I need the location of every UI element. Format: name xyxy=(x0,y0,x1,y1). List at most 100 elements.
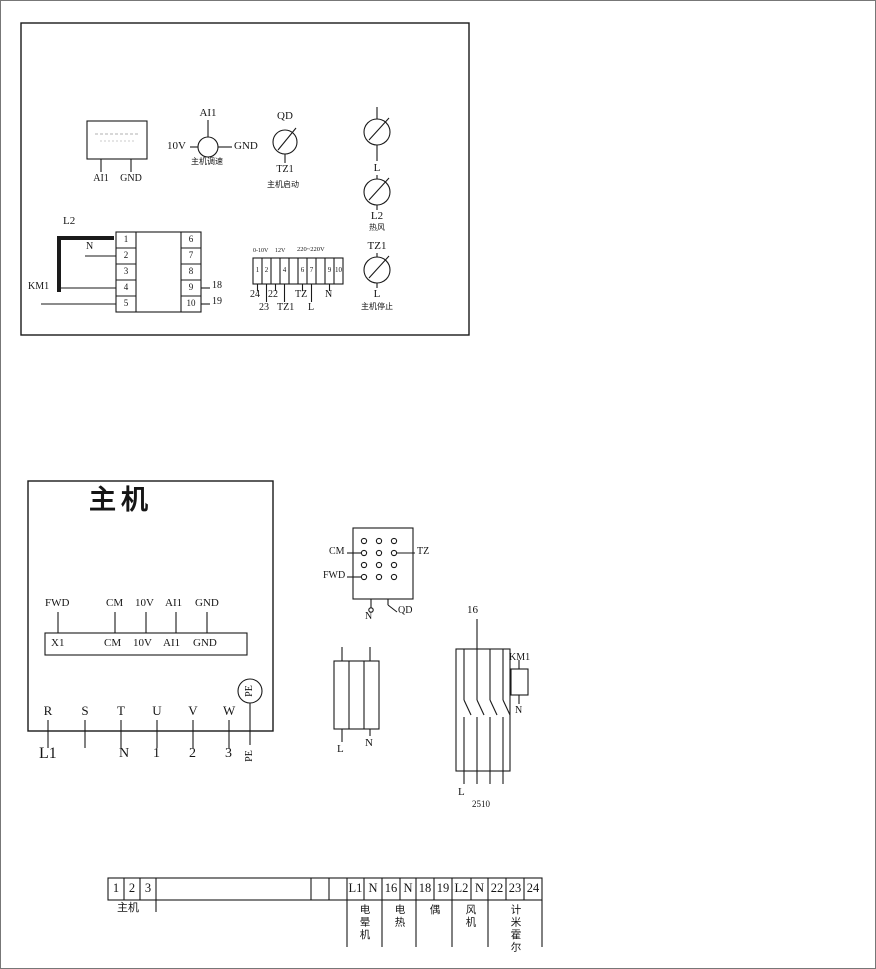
main-unit-title: 主机 xyxy=(89,485,153,515)
hotair-caption: 热风 xyxy=(369,223,385,232)
start-label-tz1: TZ1 xyxy=(276,164,294,175)
tstrip-lbl-22: 22 xyxy=(268,289,278,300)
tstrip-lbl-l: L xyxy=(308,302,315,313)
bstrip-cell: 19 xyxy=(436,881,450,895)
bottom-terminal-strip xyxy=(107,877,543,901)
tstrip-tiny-mid: 12V xyxy=(275,248,286,254)
km1-coil xyxy=(510,668,529,696)
bstrip-cell: N xyxy=(474,881,485,895)
tstrip-cell: 2 xyxy=(264,266,269,274)
filter-l: L xyxy=(337,743,344,755)
bstrip-cell: 2 xyxy=(128,881,136,895)
psu-box xyxy=(86,120,148,160)
bstrip-cell: 24 xyxy=(526,881,540,895)
bstrip-cell: N xyxy=(368,881,378,895)
bstrip-cell: 1 xyxy=(112,881,120,895)
relay-pin: 2 xyxy=(123,250,129,260)
wire-l1: L1 xyxy=(39,745,57,762)
main-top-ai1: AI1 xyxy=(165,597,183,609)
start-caption: 主机启动 xyxy=(267,180,299,189)
connector-fwd: FWD xyxy=(323,570,346,581)
bstrip-cell: 23 xyxy=(508,881,522,895)
connector-cm: CM xyxy=(329,546,345,557)
main-top-gnd: GND xyxy=(195,597,219,609)
start-label-qd: QD xyxy=(277,110,293,122)
bstrip-group-corona: 电晕机 xyxy=(358,904,370,942)
bstrip-group-thermocouple: 偶 xyxy=(428,904,440,917)
main-top-10v: 10V xyxy=(135,597,154,609)
wire-3: 3 xyxy=(225,746,232,761)
phase-t: T xyxy=(117,703,125,718)
tstrip-lbl-23: 23 xyxy=(259,302,269,313)
hotair-label-l: L xyxy=(373,162,381,174)
relay-pin: 9 xyxy=(188,282,194,292)
x1-gnd: GND xyxy=(193,637,217,649)
psu-pin-ai1: AI1 xyxy=(93,173,109,184)
relay-pin: 4 xyxy=(123,282,129,292)
relay-out-18: 18 xyxy=(212,280,222,291)
relay-block xyxy=(115,231,202,313)
bstrip-group-meter-hall: 计米霍尔 xyxy=(509,904,521,954)
stop-caption: 主机停止 xyxy=(361,302,393,311)
connector-block xyxy=(352,527,414,600)
tstrip-cell: 6 xyxy=(300,266,305,274)
relay-km1-label: KM1 xyxy=(28,281,50,292)
phase-r: R xyxy=(43,703,53,718)
bstrip-cell: L1 xyxy=(348,881,363,895)
relay-pin: 10 xyxy=(186,298,196,308)
pot-caption: 主机调速 xyxy=(191,157,223,166)
contactor-km1: KM1 xyxy=(509,652,531,663)
bstrip-cell: 3 xyxy=(144,881,152,895)
speed-pot-symbol xyxy=(197,136,219,158)
tstrip-lbl-tz: TZ xyxy=(295,289,308,300)
contactor-box xyxy=(455,648,511,772)
tstrip-cell: 1 xyxy=(255,266,260,274)
relay-pin: 3 xyxy=(123,266,129,276)
stop-label-l: L xyxy=(373,288,381,300)
tstrip-tiny-right: 220~220V xyxy=(297,246,325,253)
stop-label-tz1: TZ1 xyxy=(367,240,387,252)
connector-qd: QD xyxy=(398,605,413,616)
phase-v: V xyxy=(188,703,198,718)
connector-tz: TZ xyxy=(417,546,430,557)
filter-box xyxy=(333,660,380,730)
top-panel-frame xyxy=(20,22,470,336)
main-top-fwd: FWD xyxy=(45,597,70,609)
main-unit-box xyxy=(27,480,274,732)
bstrip-cell: 22 xyxy=(490,881,504,895)
relay-pin: 5 xyxy=(123,298,129,308)
bstrip-group-heater: 电热 xyxy=(393,904,405,929)
pot-label-ai1: AI1 xyxy=(199,107,217,119)
wire-pe: PE xyxy=(244,750,255,762)
relay-pin: 6 xyxy=(188,234,194,244)
contactor-feed-16: 16 xyxy=(467,604,478,616)
relay-pin: 8 xyxy=(188,266,194,276)
filter-n: N xyxy=(365,737,373,749)
tstrip-cell: 7 xyxy=(309,266,314,274)
wire-n: N xyxy=(119,746,130,761)
relay-pin: 1 xyxy=(123,234,129,244)
bstrip-group-mainunit: 主机 xyxy=(117,902,139,914)
pot-label-gnd: GND xyxy=(234,140,258,152)
pe-circle-label: PE xyxy=(244,685,255,697)
tstrip-cell: 4 xyxy=(282,266,287,274)
psu-pin-gnd: GND xyxy=(120,173,142,184)
contactor-n: N xyxy=(515,705,523,716)
pot-label-10v: 10V xyxy=(167,140,186,152)
x1-10v: 10V xyxy=(133,637,152,649)
wire-1: 1 xyxy=(153,746,160,761)
relay-pin: 7 xyxy=(188,250,194,260)
relay-out-19: 19 xyxy=(212,296,222,307)
contactor-l: L xyxy=(458,786,465,798)
bstrip-cell: N xyxy=(403,881,413,895)
x1-ai1: AI1 xyxy=(163,637,181,649)
tstrip-lbl-24: 24 xyxy=(250,289,260,300)
tstrip-cell: 10 xyxy=(335,266,342,274)
phase-u: U xyxy=(152,703,162,718)
wire-2: 2 xyxy=(189,746,196,761)
bstrip-cell: L2 xyxy=(454,881,469,895)
relay-bus-label: L2 xyxy=(63,215,76,227)
tstrip-lbl-tz1: TZ1 xyxy=(277,302,295,313)
